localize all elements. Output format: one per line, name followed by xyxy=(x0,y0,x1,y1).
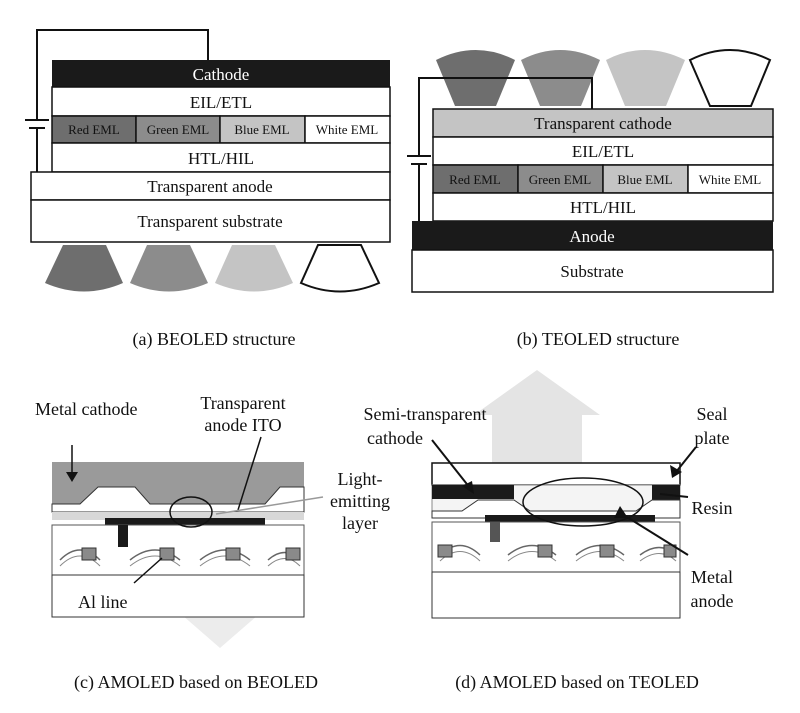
emitting-label-line2: emitting xyxy=(330,491,390,511)
cathode-pointer xyxy=(431,439,471,489)
seal-plate-pointer xyxy=(675,446,697,473)
metal-anode-label-line2: anode xyxy=(691,591,734,611)
red-eml-label: Red EML xyxy=(449,172,501,187)
emitting-layer xyxy=(52,512,304,520)
white-emission-cone xyxy=(688,49,772,107)
arrowhead-icon xyxy=(66,472,78,482)
eil-etl-label: EIL/ETL xyxy=(572,142,634,161)
tft-gate xyxy=(285,547,301,561)
ito-label-line1: Transparent xyxy=(200,393,285,413)
red-eml-label: Red EML xyxy=(68,122,120,137)
transparent-substrate-layer xyxy=(30,199,391,243)
ito-label-line2: anode ITO xyxy=(204,415,281,435)
blue-eml-label: Blue EML xyxy=(617,172,672,187)
light-output-arrow xyxy=(474,370,600,470)
white-emission-cone xyxy=(299,244,381,293)
tft-layers xyxy=(439,551,677,562)
metal-anode-label-line1: Metal xyxy=(691,567,733,587)
transparent-cathode-label: Transparent cathode xyxy=(534,114,672,133)
tft-gate xyxy=(663,544,677,558)
seal-plate xyxy=(431,462,681,486)
arrowhead-icon xyxy=(614,506,628,518)
via-contact xyxy=(118,525,128,547)
arrowhead-icon xyxy=(670,465,682,478)
blue-emission-cone xyxy=(606,50,685,106)
anode-label: Anode xyxy=(569,227,614,246)
red-emission-cone xyxy=(45,245,123,292)
red-eml-cell xyxy=(51,115,137,144)
tft-gate xyxy=(537,544,553,558)
green-emission-cone xyxy=(130,245,208,292)
green-eml-label: Green EML xyxy=(529,172,592,187)
white-eml-cell xyxy=(304,115,391,144)
panel-a-caption: (a) BEOLED structure xyxy=(133,329,296,350)
white-eml-label: White EML xyxy=(316,122,379,137)
metal-cathode-label: Metal cathode xyxy=(35,399,137,419)
eil-etl-label: EIL/ETL xyxy=(190,93,252,112)
cathode-label: Cathode xyxy=(193,65,250,84)
tft-backplane xyxy=(431,521,681,573)
al-line-pointer xyxy=(133,557,163,584)
htl-hil-layer xyxy=(51,142,391,173)
transparent-anode-label: Transparent anode xyxy=(147,177,272,196)
tft-layers xyxy=(439,544,677,556)
panel-d-caption: (d) AMOLED based on TEOLED xyxy=(455,672,699,693)
green-eml-cell xyxy=(135,115,221,144)
panel-c-caption: (c) AMOLED based on BEOLED xyxy=(74,672,318,693)
emission-region-marker xyxy=(522,477,644,527)
arrowhead-icon xyxy=(462,481,474,494)
seal-plate-label-line1: Seal xyxy=(697,404,728,424)
al-line-block xyxy=(159,547,175,561)
emission-region-marker xyxy=(169,496,213,528)
glass-substrate xyxy=(51,574,305,618)
transparent-substrate-label: Transparent substrate xyxy=(137,212,282,231)
ito-anode xyxy=(105,518,265,525)
anode-layer xyxy=(412,221,773,250)
tft-gate xyxy=(81,547,97,561)
tft-layers xyxy=(59,549,301,561)
emitting-layer-pointer xyxy=(215,496,324,515)
tft-gate xyxy=(437,544,453,558)
htl-hil-label: HTL/HIL xyxy=(570,198,636,217)
emitting-label-line1: Light- xyxy=(338,469,383,489)
semi-cathode-label-line1: Semi-transparent xyxy=(364,404,487,424)
seal-plate-label-line2: plate xyxy=(695,428,730,448)
htl-hil-label: HTL/HIL xyxy=(188,149,254,168)
transparent-cathode-layer xyxy=(432,108,774,138)
panel-c-amoled-beoled: Metal cathode Transparent anode ITO Ligh… xyxy=(35,393,390,693)
resin-pointer xyxy=(659,493,689,498)
panel-b-teoled: Transparent cathode EIL/ETL Red EML Gree… xyxy=(407,49,774,350)
tft-gate xyxy=(599,544,615,558)
substrate-layer xyxy=(411,249,774,293)
ito-pointer xyxy=(237,436,262,511)
circuit-wire xyxy=(418,77,593,156)
blue-eml-cell xyxy=(602,164,689,194)
semi-cathode-label-line2: cathode xyxy=(367,428,423,448)
blue-emission-cone xyxy=(215,245,293,292)
metal-anode xyxy=(485,515,655,522)
circuit-wire xyxy=(36,29,209,120)
al-line-label: Al line xyxy=(78,592,128,612)
white-eml-cell xyxy=(687,164,774,194)
transparent-anode-layer xyxy=(30,171,391,201)
resin-label: Resin xyxy=(691,498,732,518)
glass-substrate xyxy=(431,571,681,619)
blue-eml-label: Blue EML xyxy=(234,122,289,137)
green-eml-label: Green EML xyxy=(147,122,210,137)
tft-gate xyxy=(225,547,241,561)
emitting-label-line3: layer xyxy=(342,513,378,533)
panel-b-caption: (b) TEOLED structure xyxy=(517,329,680,350)
tft-layers xyxy=(59,555,301,567)
substrate-label: Substrate xyxy=(560,262,623,281)
via-contact xyxy=(490,522,500,542)
panel-a-beoled: Cathode EIL/ETL Red EML Green EML Blue E… xyxy=(25,29,391,350)
cathode-layer xyxy=(52,60,390,87)
metal-anode-pointer xyxy=(621,513,689,556)
white-eml-label: White EML xyxy=(699,172,762,187)
panel-d-amoled-teoled: Semi-transparent cathode Seal plate Resi… xyxy=(364,370,734,693)
